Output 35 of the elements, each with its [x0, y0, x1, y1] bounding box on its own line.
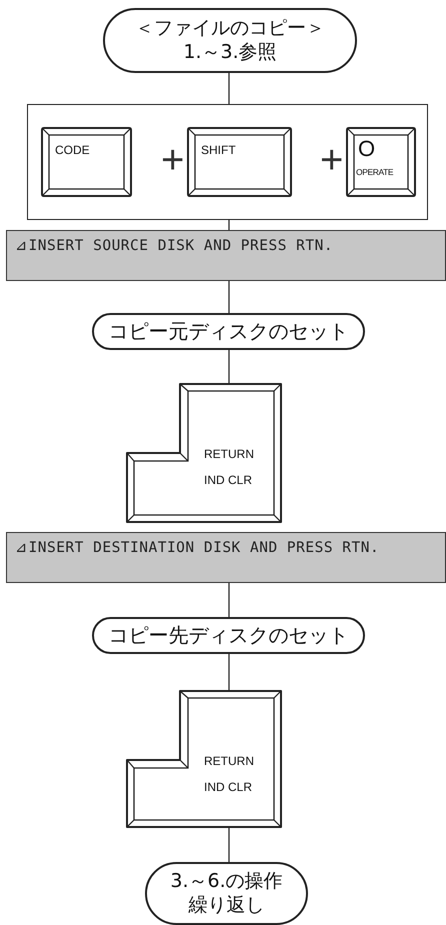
keyboard-key: [126, 383, 282, 523]
key-label: RETURN: [204, 447, 254, 461]
terminal-text: コピー元ディスクのセット: [108, 319, 348, 344]
screen-message-band: [6, 532, 446, 583]
connector-line: [228, 281, 230, 313]
keyboard-key: [187, 127, 292, 197]
key-label: O: [358, 137, 376, 161]
plus-sign: +: [320, 140, 344, 180]
key-label: IND CLR: [204, 780, 252, 794]
connector-line: [228, 828, 230, 862]
key-label: CODE: [55, 143, 90, 157]
keyboard-key: [346, 127, 416, 197]
screen-message-band: [6, 230, 446, 281]
terminal-text: 3.～6.の操作: [170, 870, 283, 894]
key-label: SHIFT: [201, 143, 236, 157]
plus-sign: +: [161, 140, 184, 180]
keyboard-key: [41, 127, 132, 197]
screen-message: ⊿INSERT SOURCE DISK AND PRESS RTN.: [15, 237, 334, 254]
terminal-text: ＜ファイルのコピー＞: [135, 16, 325, 40]
keyboard-key: [126, 690, 282, 828]
screen-message: ⊿INSERT DESTINATION DISK AND PRESS RTN.: [15, 539, 380, 556]
terminal-pill: [92, 617, 365, 654]
terminal-text: 1.～3.参照: [183, 40, 277, 64]
terminal-text: 繰り返し: [188, 894, 264, 918]
key-label: RETURN: [204, 754, 254, 768]
connector-line: [228, 220, 230, 230]
connector-line: [228, 350, 230, 383]
key-label: IND CLR: [204, 473, 252, 487]
connector-line: [228, 654, 230, 690]
key-label: OPERATE: [356, 167, 394, 178]
key-panel: [27, 104, 428, 220]
connector-line: [228, 73, 230, 104]
connector-line: [228, 583, 230, 617]
terminal-text: コピー先ディスクのセット: [108, 623, 348, 648]
terminal-pill: [92, 313, 365, 350]
